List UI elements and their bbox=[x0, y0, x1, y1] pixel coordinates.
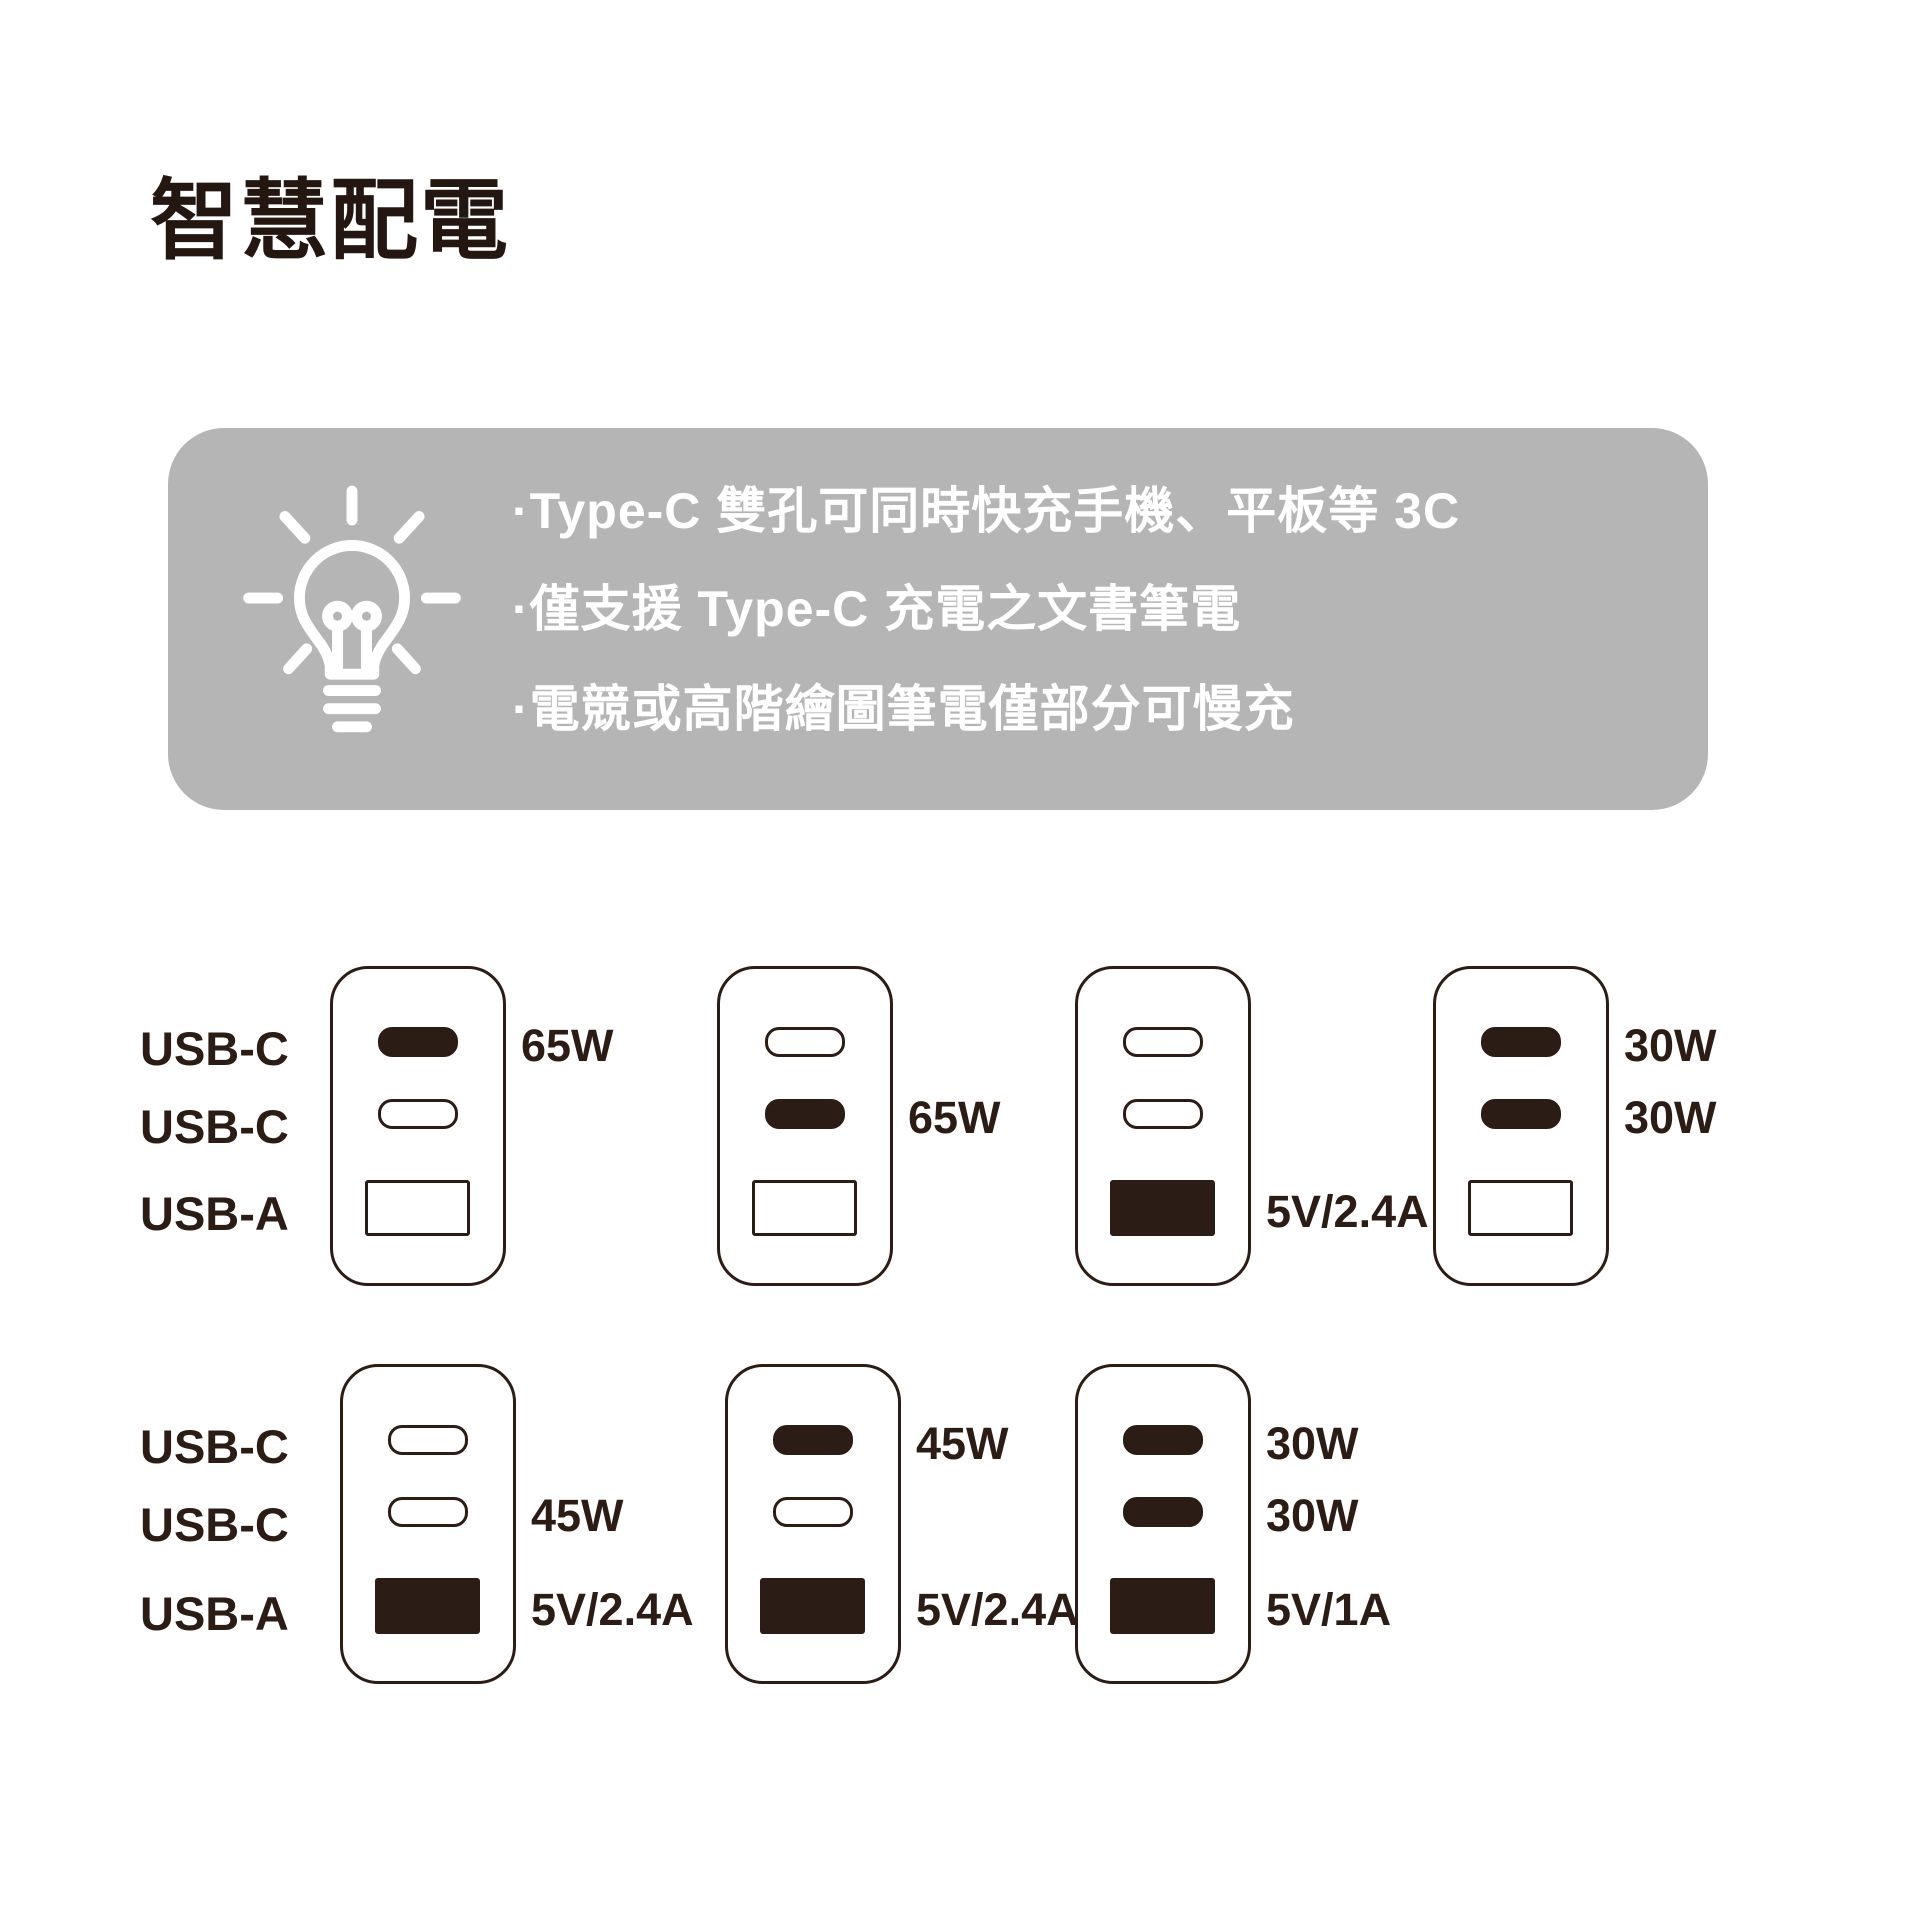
charger-config-diagram: 65W bbox=[330, 966, 614, 1286]
port-wattage-label: 30W bbox=[1266, 1490, 1359, 1541]
notice-bullet: ·僅支援 Type-C 充電之文書筆電 bbox=[512, 581, 1242, 637]
usb-a-port bbox=[1468, 1180, 1573, 1236]
usb-a-port bbox=[375, 1578, 480, 1634]
usb-c-port bbox=[388, 1425, 468, 1455]
usb-row-label: USB-C bbox=[140, 1100, 289, 1153]
usb-c-port bbox=[378, 1027, 458, 1057]
port-wattage-label: 5V/1A bbox=[1266, 1584, 1392, 1635]
usb-c-port bbox=[1481, 1027, 1561, 1057]
usb-c-port bbox=[765, 1099, 845, 1129]
usb-row-label: USB-C bbox=[140, 1498, 289, 1551]
page-title: 智慧配電 bbox=[150, 171, 511, 270]
port-wattage-label: 30W bbox=[1624, 1092, 1717, 1143]
usb-a-port bbox=[752, 1180, 857, 1236]
charger-config-diagram: 30W 30W 5V/1A bbox=[1075, 1364, 1391, 1684]
usb-row-label: USB-A bbox=[140, 1187, 289, 1240]
usb-c-port bbox=[1123, 1425, 1203, 1455]
notice-bullet: ·電競或高階繪圖筆電僅部分可慢充 bbox=[512, 681, 1295, 737]
port-wattage-label: 30W bbox=[1266, 1418, 1359, 1469]
usb-a-port bbox=[365, 1180, 470, 1236]
usb-c-port bbox=[1123, 1497, 1203, 1527]
charger-config-diagram: 5V/2.4A bbox=[1075, 966, 1429, 1286]
usb-c-port bbox=[773, 1425, 853, 1455]
usb-c-port bbox=[378, 1099, 458, 1129]
usb-a-port bbox=[760, 1578, 865, 1634]
charger-config-diagram: 45W 5V/2.4A bbox=[340, 1364, 694, 1684]
port-wattage-label: 30W bbox=[1624, 1020, 1717, 1071]
port-wattage-label: 5V/2.4A bbox=[1266, 1186, 1429, 1237]
charger-config-diagram: 65W bbox=[717, 966, 1001, 1286]
charger-config-diagram: 45W 5V/2.4A bbox=[725, 1364, 1079, 1684]
port-wattage-label: 45W bbox=[531, 1490, 624, 1541]
charger-config-diagram: 30W 30W bbox=[1433, 966, 1717, 1286]
usb-a-port bbox=[1110, 1578, 1215, 1634]
usb-row-label: USB-C bbox=[140, 1022, 289, 1075]
lightbulb-icon bbox=[243, 485, 461, 733]
usb-c-port bbox=[1123, 1099, 1203, 1129]
usb-c-port bbox=[765, 1027, 845, 1057]
usb-c-port bbox=[1123, 1027, 1203, 1057]
usb-row-label: USB-C bbox=[140, 1420, 289, 1473]
port-wattage-label: 5V/2.4A bbox=[916, 1584, 1079, 1635]
notice-bullet: ·Type-C 雙孔可同時快充手機、平板等 3C bbox=[512, 483, 1461, 539]
port-wattage-label: 45W bbox=[916, 1418, 1009, 1469]
usb-c-port bbox=[1481, 1099, 1561, 1129]
usb-row-label: USB-A bbox=[140, 1587, 289, 1640]
port-wattage-label: 65W bbox=[908, 1092, 1001, 1143]
usb-c-port bbox=[388, 1497, 468, 1527]
port-wattage-label: 5V/2.4A bbox=[531, 1584, 694, 1635]
port-wattage-label: 65W bbox=[521, 1020, 614, 1071]
usb-c-port bbox=[773, 1497, 853, 1527]
usb-a-port bbox=[1110, 1180, 1215, 1236]
notice-box bbox=[168, 428, 1708, 810]
